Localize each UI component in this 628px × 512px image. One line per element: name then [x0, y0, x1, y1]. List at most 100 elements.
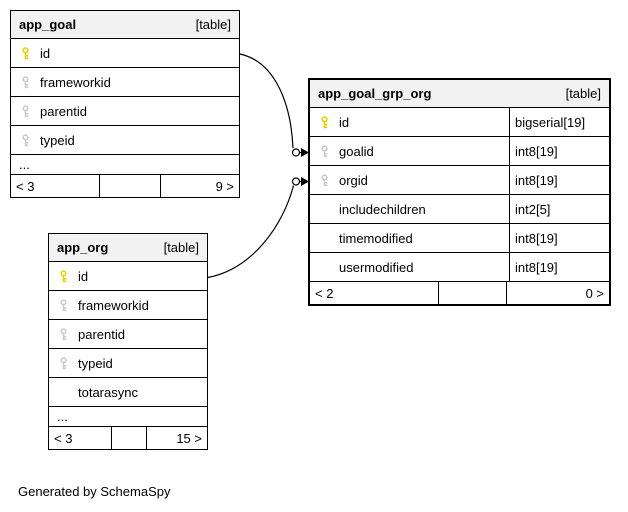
column-cell: frameworkid: [49, 291, 207, 319]
table-row: id: [11, 39, 239, 68]
column-cell: parentid: [49, 320, 207, 348]
column-cell: includechildren: [310, 195, 509, 223]
table-row: orgid int8[19]: [310, 166, 609, 195]
footer-children-count: 15 >: [176, 430, 202, 446]
index-key-icon: [19, 75, 32, 89]
table-name[interactable]: app_goal_grp_org: [318, 86, 432, 101]
table-row: frameworkid: [49, 291, 207, 320]
footer-children-count: 0 >: [585, 285, 604, 301]
table-row: typeid: [49, 349, 207, 378]
table-name[interactable]: app_goal: [19, 17, 77, 32]
column-name: frameworkid: [78, 297, 149, 313]
table-row: frameworkid: [11, 68, 239, 97]
generated-by-note: Generated by SchemaSpy: [18, 484, 171, 499]
table-type-badge: [table]: [565, 86, 601, 101]
column-cell: usermodified: [310, 253, 509, 281]
footer-parents-count: < 3: [11, 175, 100, 197]
table-row: parentid: [11, 97, 239, 126]
key-spacer: [318, 261, 331, 274]
table-footer: < 2 0 >: [310, 282, 609, 304]
column-name: parentid: [78, 326, 125, 342]
column-name: parentid: [40, 103, 87, 119]
edge-zero-one-circle: [291, 148, 301, 157]
footer-parents-count: < 2: [310, 282, 439, 304]
column-name: id: [339, 114, 350, 130]
table-app_org: app_org [table] id frameworkid parentid …: [48, 233, 208, 450]
footer-children-count: 9 >: [215, 178, 234, 194]
key-spacer: [318, 232, 331, 245]
column-cell: timemodified: [310, 224, 509, 252]
column-cell: id: [49, 262, 207, 290]
column-cell: frameworkid: [11, 68, 239, 96]
index-key-icon: [57, 298, 70, 312]
table-row: timemodified int8[19]: [310, 224, 609, 253]
table-row-ellipsis: ...: [11, 155, 239, 175]
column-type: int2[5]: [509, 195, 609, 223]
table-type-badge: [table]: [195, 17, 231, 32]
column-name: orgid: [339, 172, 368, 188]
column-name: id: [40, 45, 51, 61]
ellipsis-label: ...: [19, 157, 30, 172]
footer-middle-cell: [439, 282, 508, 304]
column-name: typeid: [40, 132, 75, 148]
column-cell: id: [310, 108, 509, 136]
index-key-icon: [19, 104, 32, 118]
column-type: int8[19]: [509, 166, 609, 194]
column-cell: ...: [11, 155, 239, 174]
column-name: totarasync: [78, 384, 138, 400]
table-footer: < 3 9 >: [11, 175, 239, 197]
table-header: app_goal [table]: [11, 11, 239, 39]
table-row: typeid: [11, 126, 239, 155]
footer-parents-count: < 3: [49, 427, 113, 449]
column-name: timemodified: [339, 230, 413, 246]
primary-key-icon: [318, 115, 331, 129]
column-cell: totarasync: [49, 378, 207, 406]
key-spacer: [57, 386, 70, 399]
index-key-icon: [57, 327, 70, 341]
primary-key-icon: [19, 46, 32, 60]
index-key-icon: [318, 144, 331, 158]
table-row: parentid: [49, 320, 207, 349]
table-row: id: [49, 262, 207, 291]
table-row: includechildren int2[5]: [310, 195, 609, 224]
column-name: frameworkid: [40, 74, 111, 90]
table-footer: < 3 15 >: [49, 427, 207, 449]
footer-middle-cell: [112, 427, 147, 449]
fk-edge-app_goal-to-goalid: [239, 53, 309, 157]
table-row: id bigserial[19]: [310, 108, 609, 137]
table-row: totarasync: [49, 378, 207, 407]
table-app_goal_grp_org: app_goal_grp_org [table] id bigserial[19…: [308, 78, 611, 306]
column-type: int8[19]: [509, 137, 609, 165]
column-type: int8[19]: [509, 224, 609, 252]
ellipsis-label: ...: [57, 409, 68, 424]
column-cell: typeid: [11, 126, 239, 154]
edge-zero-one-circle: [291, 177, 301, 186]
column-cell: goalid: [310, 137, 509, 165]
column-name: id: [78, 268, 89, 284]
table-app_goal: app_goal [table] id frameworkid parentid…: [10, 10, 240, 198]
table-type-badge: [table]: [163, 240, 199, 255]
column-cell: id: [11, 39, 239, 67]
column-name: includechildren: [339, 201, 426, 217]
column-name: typeid: [78, 355, 113, 371]
column-cell: orgid: [310, 166, 509, 194]
primary-key-icon: [57, 269, 70, 283]
column-type: bigserial[19]: [509, 108, 609, 136]
index-key-icon: [57, 356, 70, 370]
key-spacer: [318, 203, 331, 216]
column-name: goalid: [339, 143, 374, 159]
index-key-icon: [318, 173, 331, 187]
footer-middle-cell: [100, 175, 162, 197]
table-name[interactable]: app_org: [57, 240, 109, 255]
table-header: app_org [table]: [49, 234, 207, 262]
column-type: int8[19]: [509, 253, 609, 281]
table-row: goalid int8[19]: [310, 137, 609, 166]
column-cell: parentid: [11, 97, 239, 125]
column-name: usermodified: [339, 259, 414, 275]
column-cell: typeid: [49, 349, 207, 377]
table-row: usermodified int8[19]: [310, 253, 609, 282]
index-key-icon: [19, 133, 32, 147]
table-row-ellipsis: ...: [49, 407, 207, 427]
table-header: app_goal_grp_org [table]: [310, 80, 609, 108]
